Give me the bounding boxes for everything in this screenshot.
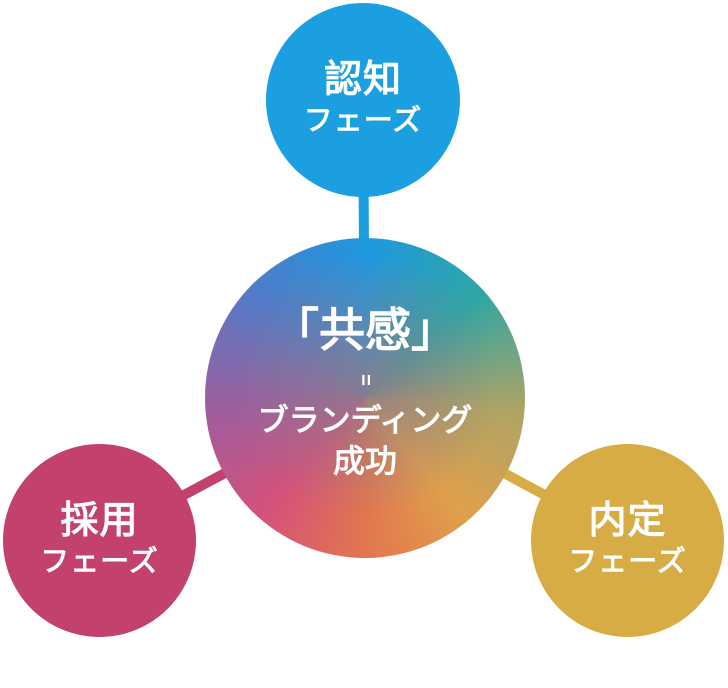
awareness-phase-node: 認知 フェーズ [266,3,460,197]
awareness-label-line1: 認知 [323,59,402,102]
offer-phase-node: 内定 フェーズ [531,444,724,637]
recruitment-label-line2: フェーズ [40,545,159,578]
empathy-core-node: 「共感」 = ブランディング 成功 [205,238,525,558]
offer-label-line2: フェーズ [568,545,687,578]
empathy-core-label: 「共感」 = ブランディング 成功 [258,305,473,480]
recruitment-label-line1: 採用 [60,499,139,542]
success-label: 成功 [332,443,397,480]
recruitment-phase-node: 採用 フェーズ [3,444,196,637]
branding-label: ブランディング [257,403,473,438]
empathy-label: 「共感」 [273,304,457,357]
equals-sign: = [354,374,376,386]
awareness-label-line2: フェーズ [303,105,423,137]
offer-label-line1: 内定 [588,499,667,542]
